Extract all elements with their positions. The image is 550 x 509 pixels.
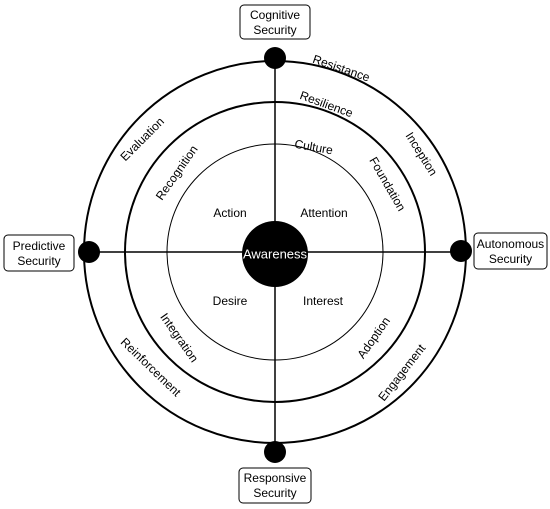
- predictive-security-line1: Predictive: [13, 239, 66, 253]
- left-node: [78, 241, 100, 263]
- desire-label: Desire: [213, 294, 248, 308]
- responsive-security-line1: Responsive: [244, 471, 307, 485]
- resilience-label: Resilience: [298, 88, 355, 120]
- awareness-core: [242, 221, 308, 287]
- awareness-label: Awareness: [243, 247, 308, 262]
- predictive-security-box: Predictive Security: [3, 234, 75, 272]
- predictive-security-line2: Security: [17, 254, 60, 268]
- culture-label: Culture: [293, 137, 334, 158]
- action-label: Action: [213, 206, 246, 220]
- inception-label: Inception: [403, 130, 441, 179]
- responsive-security-line2: Security: [253, 486, 296, 500]
- autonomous-security-line2: Security: [489, 252, 532, 266]
- attention-label: Attention: [300, 206, 347, 220]
- bottom-node: [264, 441, 286, 463]
- autonomous-security-line1: Autonomous: [477, 237, 544, 251]
- integration-label: Integration: [157, 310, 201, 364]
- cognitive-security-line2: Security: [253, 23, 296, 37]
- top-node: [264, 47, 286, 69]
- adoption-label: Adoption: [354, 314, 393, 361]
- autonomous-security-box: Autonomous Security: [473, 232, 548, 270]
- recognition-label: Recognition: [153, 143, 201, 203]
- cognitive-security-line1: Cognitive: [250, 8, 300, 22]
- foundation-label: Foundation: [366, 154, 408, 213]
- reinforcement-label: Reinforcement: [118, 335, 184, 400]
- interest-label: Interest: [303, 294, 344, 308]
- right-node: [450, 240, 472, 262]
- responsive-security-box: Responsive Security: [238, 467, 312, 504]
- cognitive-security-box: Cognitive Security: [239, 4, 311, 40]
- resistance-label: Resistance: [311, 52, 372, 85]
